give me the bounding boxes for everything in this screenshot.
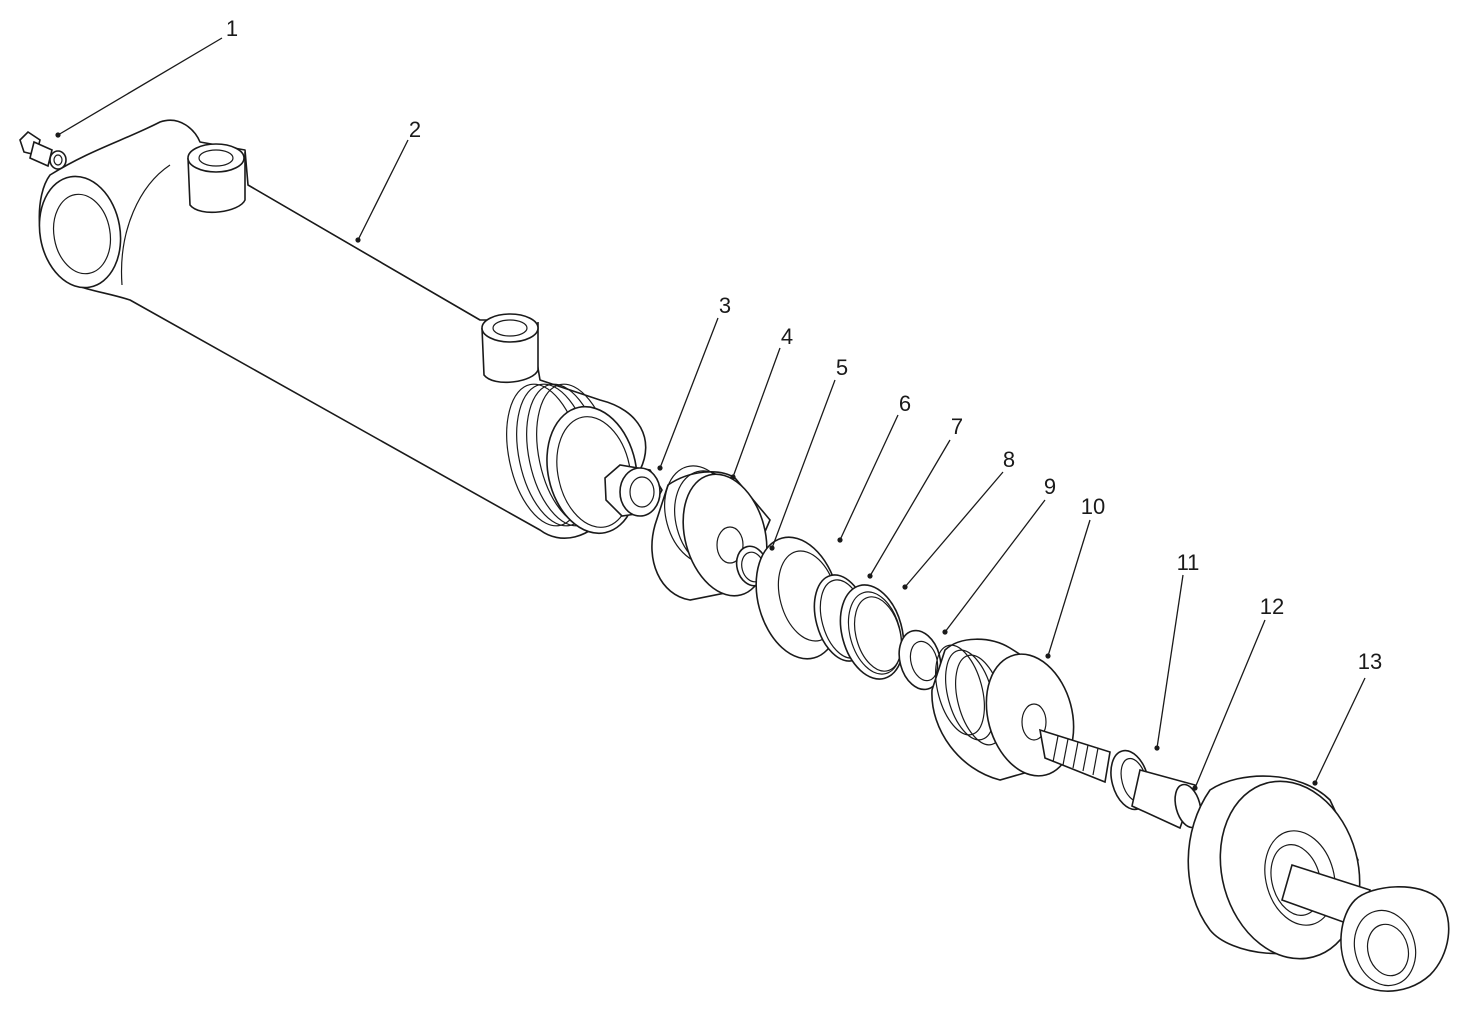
callout-6: 6: [899, 391, 911, 416]
piston-seal: [839, 584, 905, 680]
rod-end-assembly: [1187, 775, 1450, 992]
cylinder-barrel: [38, 119, 647, 539]
leader-lines: [55, 37, 1366, 791]
callout-8: 8: [1003, 447, 1015, 472]
callout-12: 12: [1260, 594, 1284, 619]
callout-1: 1: [226, 16, 238, 41]
hex-nut: [604, 464, 663, 517]
piston-rod: [1131, 769, 1202, 830]
callout-labels: 1 2 3 4 5 6 7 8 9 10 11 12 13: [226, 16, 1382, 674]
callout-13: 13: [1358, 649, 1382, 674]
grease-fitting: [19, 130, 67, 170]
callout-4: 4: [781, 324, 793, 349]
callout-3: 3: [719, 293, 731, 318]
callout-5: 5: [836, 355, 848, 380]
rod-wiper: [898, 629, 942, 691]
callout-7: 7: [951, 414, 963, 439]
callout-2: 2: [409, 117, 421, 142]
callout-10: 10: [1081, 494, 1105, 519]
callout-9: 9: [1044, 474, 1056, 499]
callout-11: 11: [1177, 550, 1200, 575]
